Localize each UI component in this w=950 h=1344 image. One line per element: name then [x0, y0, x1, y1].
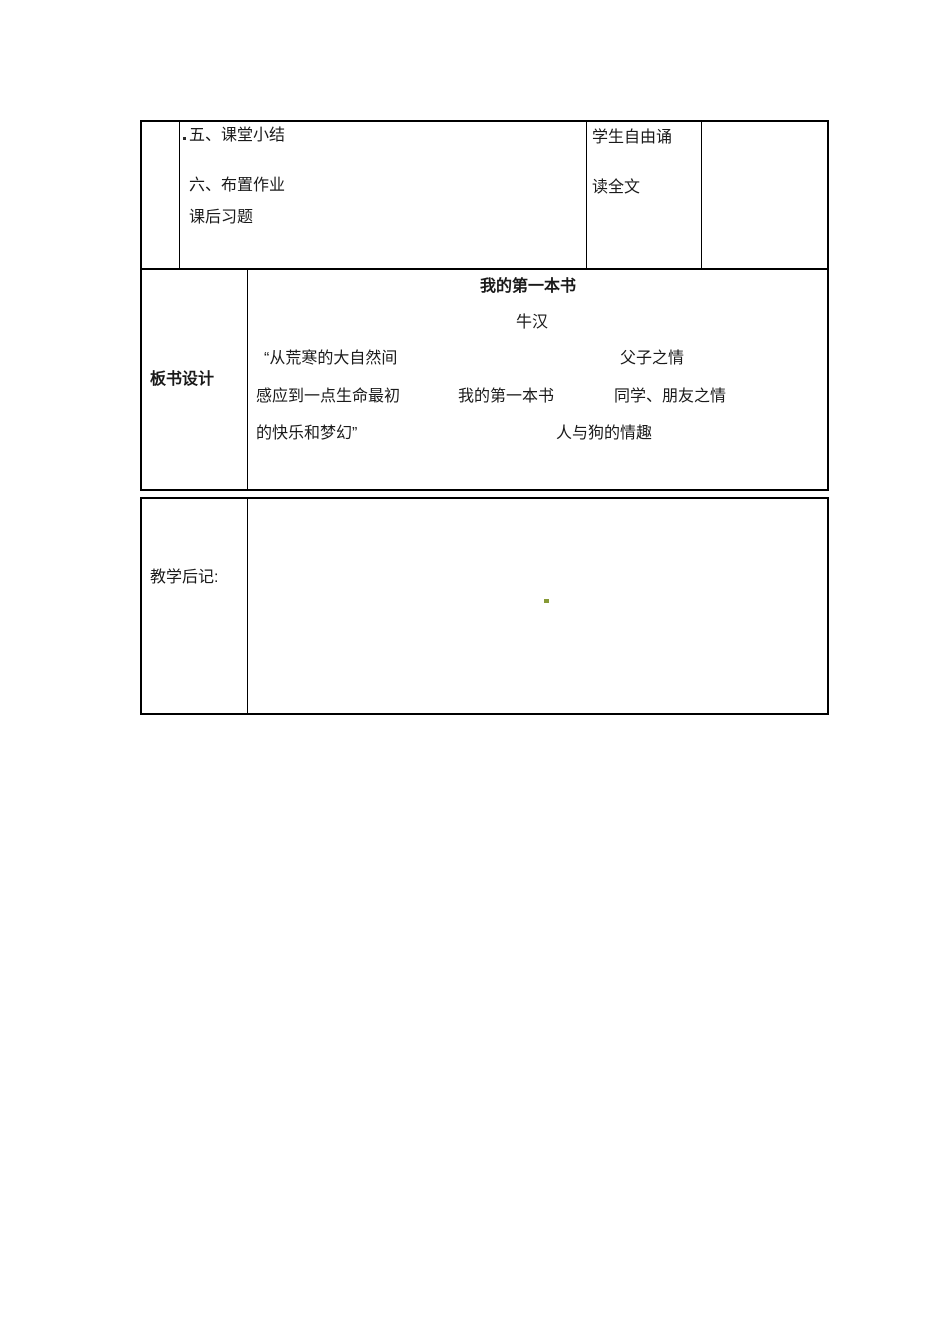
- stray-dot: [183, 137, 186, 140]
- board-center-title: 我的第一本书: [458, 388, 555, 405]
- cell-teaching-notes-content: [248, 499, 827, 713]
- student-activity-line: 学生自由诵: [592, 129, 673, 146]
- cell-board-design-content: 我的第一本书 牛汉 “从荒寒的大自然间 父子之情 感应到一点生命最初 我的第一本…: [248, 270, 827, 489]
- cell-lesson-steps: 五、课堂小结 六、布置作业 课后习题: [180, 122, 587, 268]
- table-row-lesson-steps: 五、课堂小结 六、布置作业 课后习题 学生自由诵 读全文: [142, 122, 827, 270]
- board-relation3: 人与狗的情趣: [556, 425, 653, 442]
- board-quote-line1: “从荒寒的大自然间: [264, 350, 398, 367]
- lesson-step-line: 六、布置作业: [189, 177, 286, 194]
- stray-mark: [544, 599, 549, 603]
- teaching-notes-label: 教学后记:: [150, 569, 219, 586]
- board-relation1: 父子之情: [620, 350, 685, 367]
- cell-empty-right: [702, 122, 827, 268]
- board-relation2: 同学、朋友之情: [614, 388, 727, 405]
- cell-empty-left: [142, 122, 180, 268]
- board-design-label: 板书设计: [150, 370, 215, 388]
- student-activity-line: 读全文: [592, 179, 641, 196]
- table-row-board-design: 板书设计 我的第一本书 牛汉 “从荒寒的大自然间 父子之情 感应到一点生命最初 …: [142, 270, 827, 489]
- board-quote-line2: 感应到一点生命最初: [256, 388, 401, 405]
- lesson-step-line: 五、课堂小结: [189, 127, 286, 144]
- lesson-step-line: 课后习题: [189, 209, 254, 226]
- cell-student-activity: 学生自由诵 读全文: [587, 122, 702, 268]
- board-quote-line3: 的快乐和梦幻”: [256, 425, 358, 442]
- board-title: 我的第一本书: [480, 278, 577, 295]
- cell-board-design-label: 板书设计: [142, 270, 248, 489]
- teaching-notes-table: 教学后记:: [140, 497, 829, 715]
- cell-teaching-notes-label: 教学后记:: [142, 499, 248, 713]
- board-author: 牛汉: [516, 314, 549, 331]
- lesson-plan-table: 五、课堂小结 六、布置作业 课后习题 学生自由诵 读全文 板书设计 我的第一本书…: [140, 120, 829, 491]
